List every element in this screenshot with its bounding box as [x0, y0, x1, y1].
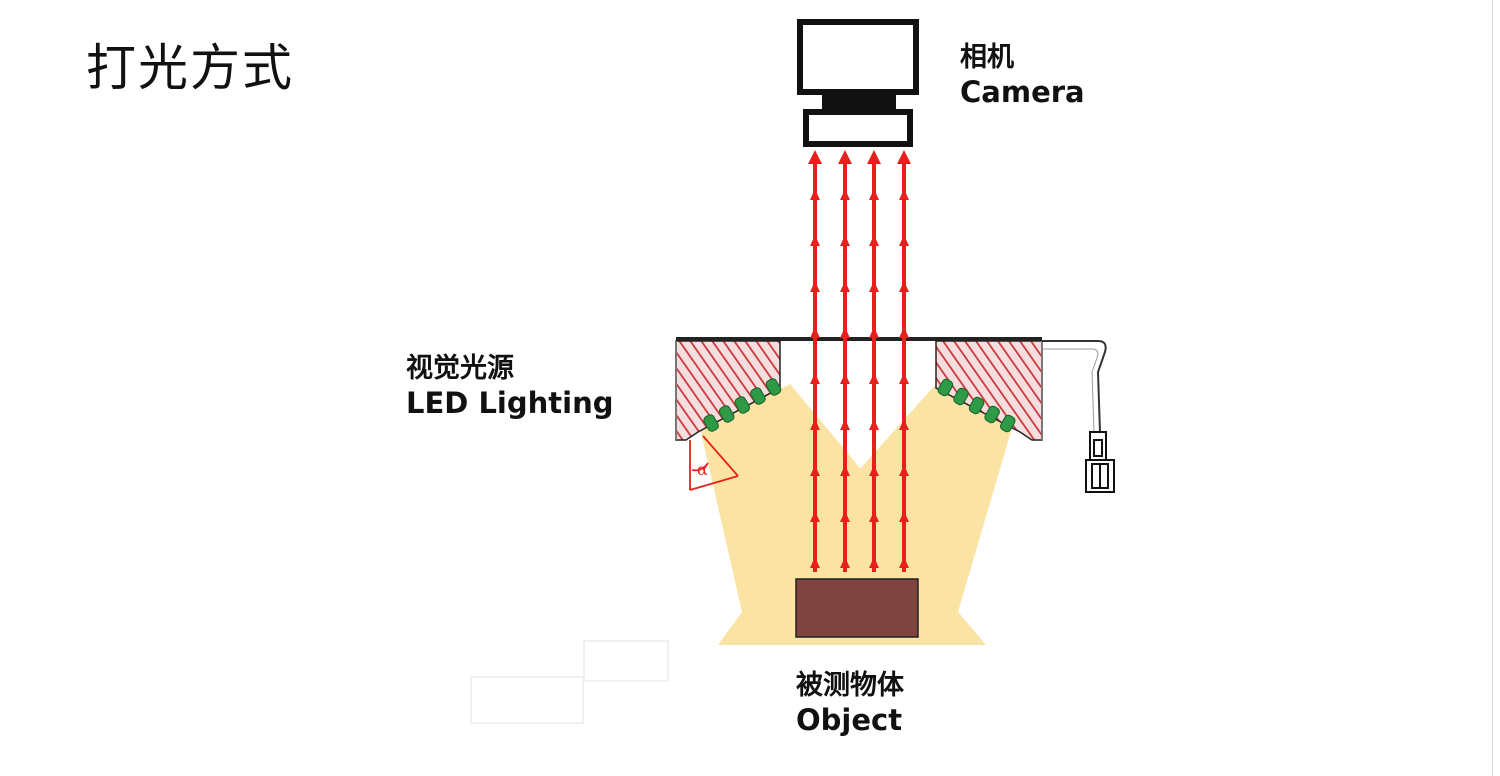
- ray-arrowhead: [869, 511, 879, 522]
- ray-arrowhead: [869, 235, 879, 246]
- ray-arrowhead: [899, 511, 909, 522]
- ray-arrowhead: [840, 511, 850, 522]
- ray-arrowhead: [840, 557, 850, 568]
- page-title: 打光方式: [86, 39, 294, 97]
- angle-marker: [689, 435, 739, 491]
- ray-arrowhead: [869, 327, 879, 338]
- ray-arrowhead: [867, 150, 881, 164]
- camera-label-zh: 相机: [960, 42, 1014, 73]
- reflected-light-rays: [808, 150, 911, 572]
- light-source-label-zh: 视觉光源: [406, 353, 514, 384]
- ray-arrowhead: [869, 465, 879, 476]
- ray-arrowhead: [810, 419, 820, 430]
- object-label-en: Object: [796, 702, 903, 737]
- ray-arrowhead: [810, 465, 820, 476]
- led-icon: [999, 414, 1016, 433]
- led-icon: [953, 387, 969, 406]
- ray-arrowhead: [840, 327, 850, 338]
- ray-arrowhead: [899, 281, 909, 292]
- connector-plug-icon: [1085, 431, 1115, 493]
- led-icon: [703, 414, 719, 432]
- ray-arrowhead: [838, 150, 852, 164]
- led-icon: [968, 396, 985, 415]
- camera-icon: [797, 19, 919, 147]
- ray-arrowhead: [899, 327, 909, 338]
- ray-arrowhead: [810, 281, 820, 292]
- right-edge-divider: [1492, 0, 1493, 776]
- led-icon: [718, 405, 735, 423]
- ray-arrowhead: [810, 327, 820, 338]
- object-label: 被测物体 Object: [796, 670, 904, 738]
- ray-arrowhead: [808, 150, 822, 164]
- ray-arrowhead: [810, 373, 820, 384]
- light-source-label: 视觉光源 LED Lighting: [406, 353, 614, 421]
- ray-arrowhead: [869, 189, 879, 200]
- left-led-array: [703, 378, 782, 432]
- right-led-array: [937, 378, 1016, 433]
- ray-arrowhead: [899, 557, 909, 568]
- ray-arrowhead: [840, 373, 850, 384]
- led-icon: [984, 405, 1000, 424]
- faint-outline-boxes: [470, 640, 669, 724]
- ray-arrowhead: [899, 189, 909, 200]
- ray-arrowhead: [869, 281, 879, 292]
- ray-arrowhead: [869, 419, 879, 430]
- ray-arrowhead: [810, 557, 820, 568]
- camera-label-en: Camera: [960, 74, 1085, 109]
- ray-arrowhead: [840, 419, 850, 430]
- camera-label: 相机 Camera: [960, 42, 1085, 110]
- ray-arrowhead: [840, 189, 850, 200]
- led-icon: [765, 378, 782, 396]
- ray-arrowhead: [810, 511, 820, 522]
- ray-arrowhead: [810, 235, 820, 246]
- angle-symbol: α: [697, 460, 708, 479]
- ray-arrowhead: [899, 465, 909, 476]
- ray-arrowhead: [869, 373, 879, 384]
- light-source-label-en: LED Lighting: [406, 385, 614, 420]
- ray-arrowhead: [899, 419, 909, 430]
- ray-arrowhead: [840, 235, 850, 246]
- led-icon: [734, 396, 751, 414]
- object-block: [795, 578, 919, 638]
- right-light-beam: [720, 384, 1012, 645]
- ray-arrowhead: [840, 465, 850, 476]
- light-source-housing: [675, 337, 1043, 441]
- ray-arrowhead: [869, 557, 879, 568]
- ray-arrowhead: [897, 150, 911, 164]
- led-icon: [937, 378, 954, 397]
- object-label-zh: 被测物体: [796, 670, 904, 701]
- ray-arrowhead: [899, 373, 909, 384]
- ray-arrowhead: [899, 235, 909, 246]
- led-icon: [750, 387, 766, 405]
- cable-connector: [1042, 340, 1115, 493]
- ray-arrowhead: [840, 281, 850, 292]
- ray-arrowhead: [810, 189, 820, 200]
